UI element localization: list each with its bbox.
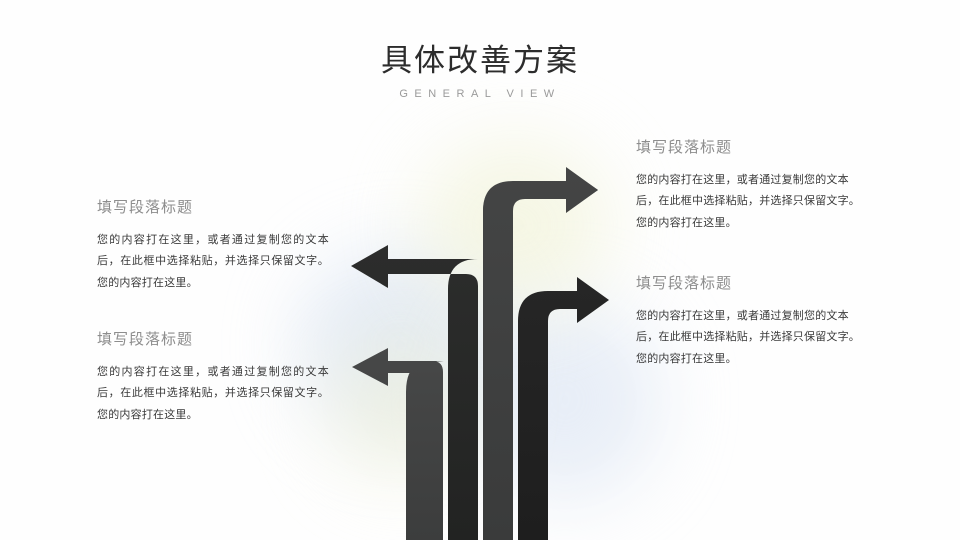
block-body: 您的内容打在这里，或者通过复制您的文本后，在此框中选择粘贴，并选择只保留文字。您… bbox=[636, 174, 860, 229]
block-body: 您的内容打在这里，或者通过复制您的文本后，在此框中选择粘贴，并选择只保留文字。您… bbox=[636, 310, 860, 365]
page-title: 具体改善方案 bbox=[381, 43, 579, 78]
block-heading: 填写段落标题 bbox=[97, 199, 194, 216]
block-body: 您的内容打在这里，或者通过复制您的文本后，在此框中选择粘贴，并选择只保留文字。您… bbox=[97, 234, 329, 289]
block-heading: 填写段落标题 bbox=[636, 275, 733, 292]
arrow-up-left-upper bbox=[351, 245, 478, 540]
arrow-up-right-lower bbox=[518, 277, 609, 540]
text-block-top-right: 填写段落标题 您的内容打在这里，或者通过复制您的文本后，在此框中选择粘贴，并选择… bbox=[636, 136, 868, 234]
arrow-up-left-lower-shape bbox=[352, 348, 443, 540]
text-block-top-left: 填写段落标题 您的内容打在这里，或者通过复制您的文本后，在此框中选择粘贴，并选择… bbox=[97, 196, 329, 294]
text-block-bottom-right: 填写段落标题 您的内容打在这里，或者通过复制您的文本后，在此框中选择粘贴，并选择… bbox=[636, 272, 868, 370]
text-block-bottom-left: 填写段落标题 您的内容打在这里，或者通过复制您的文本后，在此框中选择粘贴，并选择… bbox=[97, 328, 329, 426]
block-heading: 填写段落标题 bbox=[97, 331, 194, 348]
arrow-up-right-top-shape bbox=[483, 167, 598, 540]
block-heading: 填写段落标题 bbox=[636, 139, 733, 156]
block-body: 您的内容打在这里，或者通过复制您的文本后，在此框中选择粘贴，并选择只保留文字。您… bbox=[97, 366, 329, 421]
page-subtitle: GENERAL VIEW bbox=[399, 88, 561, 101]
slide-header: 具体改善方案 GENERAL VIEW bbox=[0, 42, 960, 100]
